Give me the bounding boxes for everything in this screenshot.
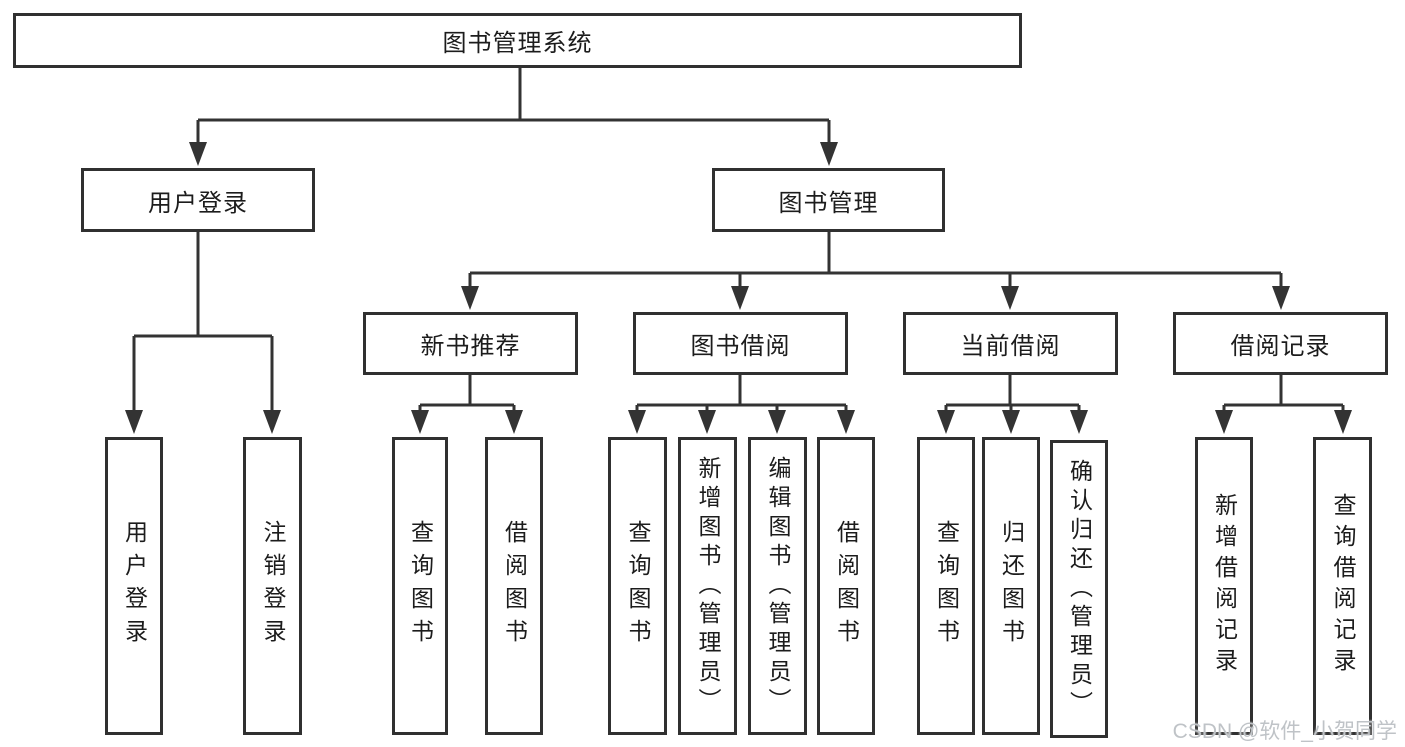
arrowhead — [1334, 410, 1352, 434]
arrowhead — [1272, 286, 1290, 310]
node-current-borrowing: 当前借阅 — [903, 312, 1118, 375]
node-library-management-system: 图书管理系统 — [13, 13, 1022, 68]
node-label: 新增图书（管理员） — [695, 455, 721, 717]
arrowhead — [1070, 410, 1088, 434]
leaf-add-borrow-record: 新增借阅记录 — [1195, 437, 1253, 735]
arrowhead — [937, 410, 955, 434]
arrowhead — [837, 410, 855, 434]
node-label: 新书推荐 — [420, 333, 521, 360]
arrowhead — [263, 410, 281, 434]
leaf-query-borrow-record: 查询借阅记录 — [1313, 437, 1372, 735]
arrowhead — [505, 410, 523, 434]
node-label: 注销登录 — [260, 520, 286, 652]
node-new-book-recommend: 新书推荐 — [363, 312, 578, 375]
node-label: 编辑图书（管理员） — [765, 455, 791, 717]
leaf-borrow-books-borrowing: 借阅图书 — [817, 437, 875, 735]
arrowhead — [628, 410, 646, 434]
arrowheads — [125, 142, 1352, 434]
node-label: 查询图书 — [625, 520, 651, 652]
leaf-edit-books-admin: 编辑图书（管理员） — [748, 437, 807, 735]
node-label: 图书借阅 — [690, 333, 791, 360]
arrowhead — [125, 410, 143, 434]
leaf-borrow-books-recommend: 借阅图书 — [485, 437, 543, 735]
leaf-logout: 注销登录 — [243, 437, 302, 735]
node-user-login-branch: 用户登录 — [81, 168, 315, 232]
node-label: 归还图书 — [998, 520, 1025, 652]
leaf-confirm-return-admin: 确认归还（管理员） — [1050, 440, 1108, 738]
node-borrowing-records: 借阅记录 — [1173, 312, 1388, 375]
node-label: 图书管理系统 — [442, 30, 593, 57]
node-label: 查询图书 — [933, 520, 960, 652]
arrowhead — [411, 410, 429, 434]
node-label: 用户登录 — [148, 189, 248, 217]
node-label: 新增借阅记录 — [1211, 493, 1238, 679]
csdn-watermark: CSDN @软件_小贺同学 — [1172, 720, 1397, 743]
arrowhead — [189, 142, 207, 166]
leaf-query-books-borrowing: 查询图书 — [608, 437, 667, 735]
node-label: 借阅图书 — [833, 520, 860, 652]
arrowhead — [1001, 286, 1019, 310]
arrowhead — [698, 410, 716, 434]
node-label: 查询图书 — [407, 520, 434, 652]
arrowhead — [768, 410, 786, 434]
node-book-borrowing: 图书借阅 — [633, 312, 848, 375]
node-label: 当前借阅 — [960, 333, 1061, 360]
node-label: 确认归还（管理员） — [1066, 458, 1093, 720]
leaf-user-login: 用户登录 — [105, 437, 163, 735]
arrowhead — [1215, 410, 1233, 434]
leaf-query-books-recommend: 查询图书 — [392, 437, 448, 735]
arrowhead — [461, 286, 479, 310]
node-label: 用户登录 — [121, 520, 148, 652]
arrowhead — [731, 286, 749, 310]
node-label: 图书管理 — [778, 189, 879, 217]
leaf-query-books-current: 查询图书 — [917, 437, 975, 735]
node-label: 借阅记录 — [1230, 333, 1331, 360]
node-label: 查询借阅记录 — [1330, 493, 1356, 679]
connector-path — [132, 68, 1345, 414]
leaf-return-books: 归还图书 — [982, 437, 1040, 735]
arrowhead — [820, 142, 838, 166]
node-label: 借阅图书 — [501, 520, 528, 652]
node-book-management: 图书管理 — [712, 168, 945, 232]
leaf-add-books-admin: 新增图书（管理员） — [678, 437, 737, 735]
arrowhead — [1002, 410, 1020, 434]
